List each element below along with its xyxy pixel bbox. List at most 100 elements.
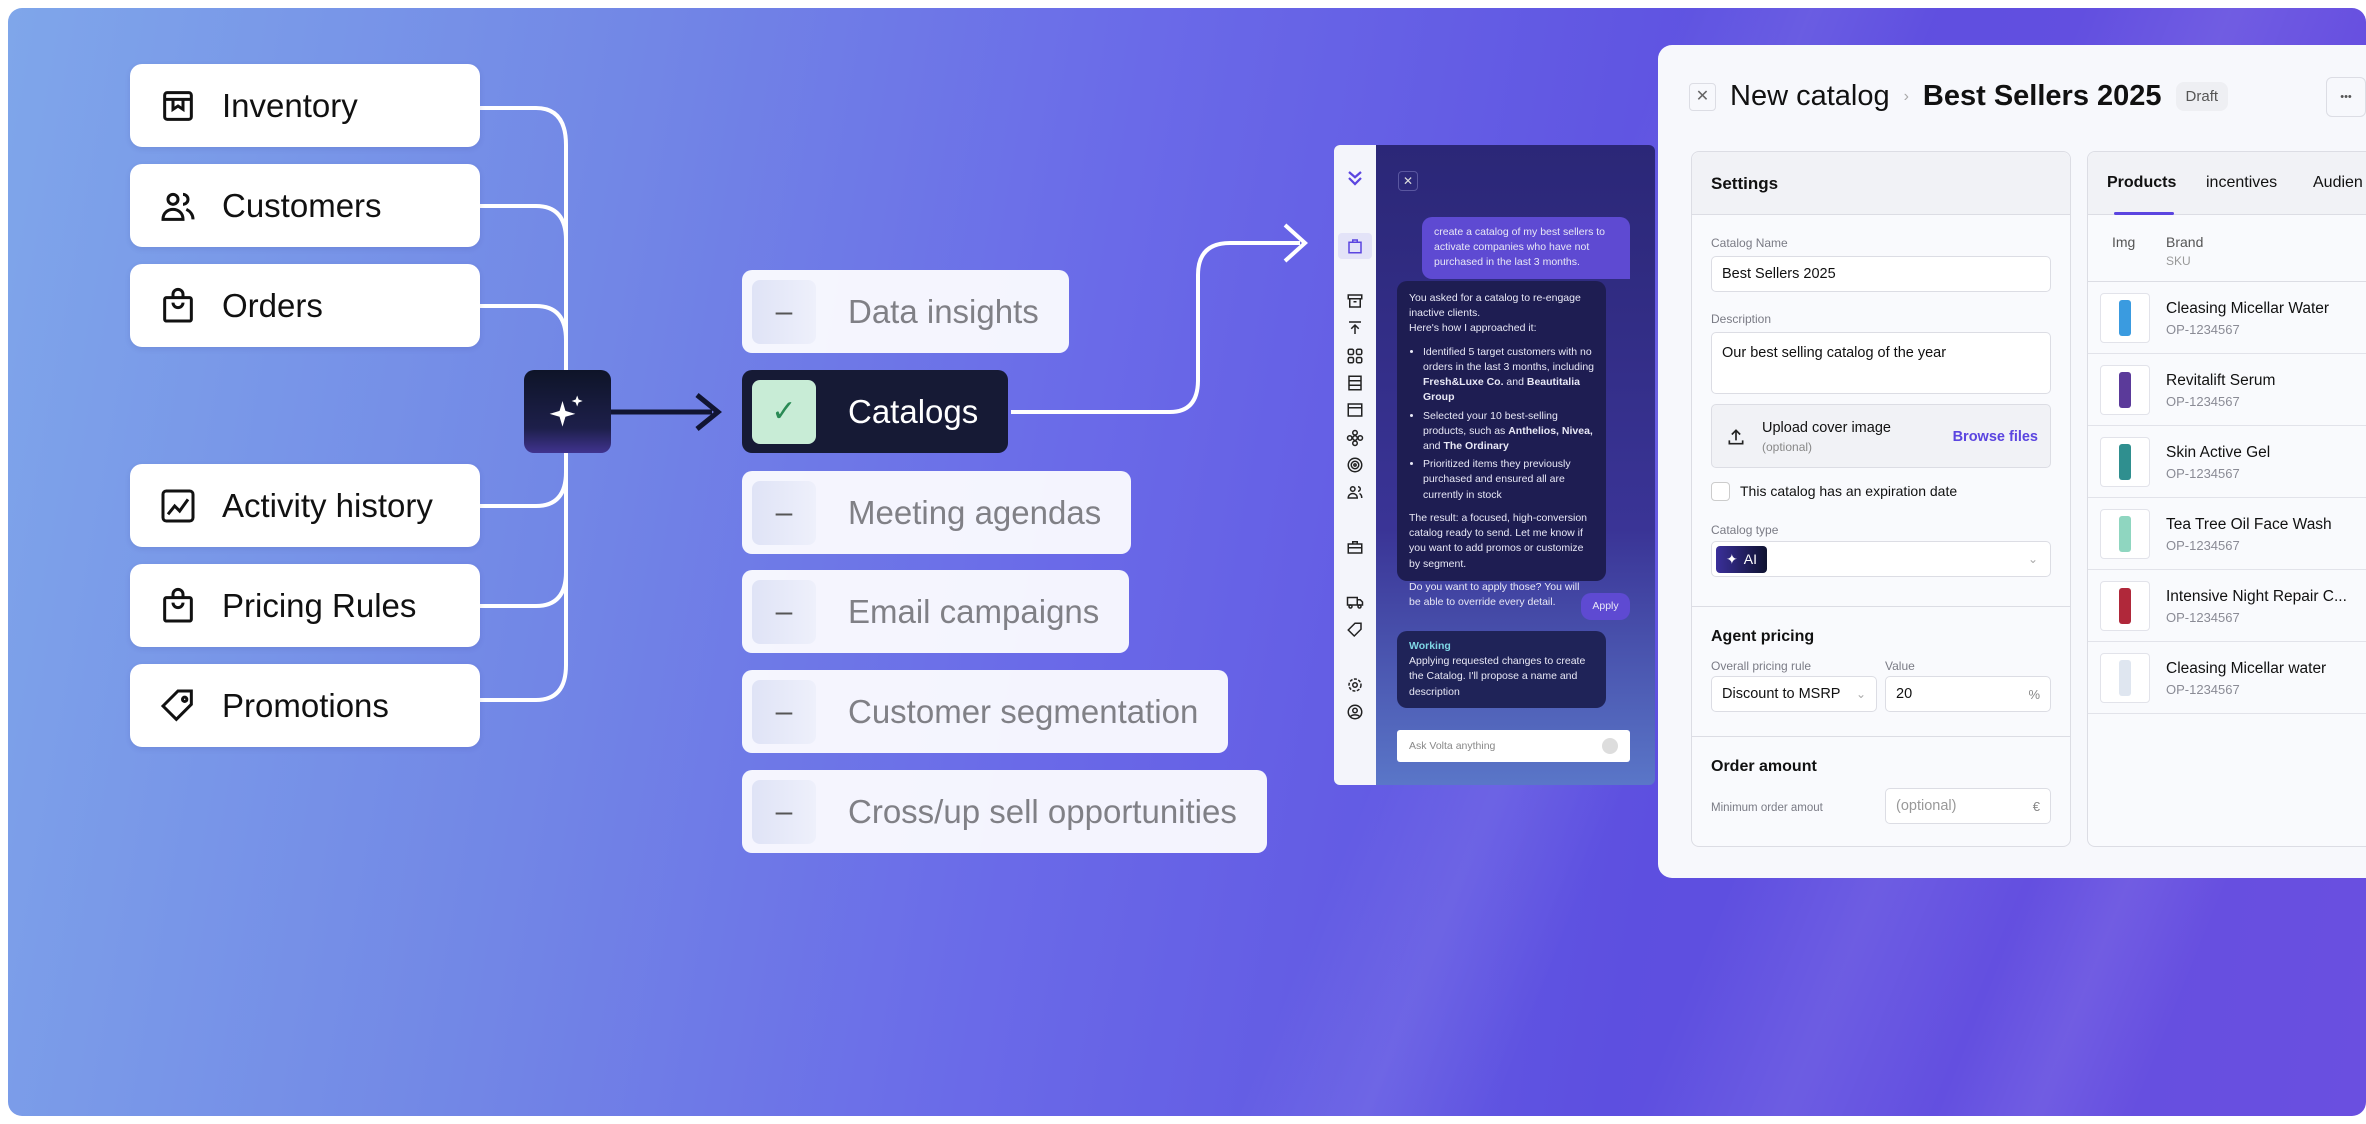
- table-row[interactable]: Tea Tree Oil Face Wash OP-1234567: [2088, 498, 2366, 570]
- expiration-label: This catalog has an expiration date: [1740, 483, 1958, 499]
- sidebar-item-catalogs-active[interactable]: [1338, 233, 1372, 259]
- products-card: Products incentives Audien Img Brand SKU…: [2087, 151, 2366, 847]
- user-message: create a catalog of my best sellers to a…: [1422, 217, 1630, 279]
- source-label: Orders: [222, 286, 323, 324]
- table-row[interactable]: Revitalift Serum OP-1234567: [2088, 354, 2366, 426]
- connector-line: [480, 571, 568, 608]
- briefcase-icon[interactable]: [1346, 538, 1364, 556]
- table-row[interactable]: Cleasing Micellar Water OP-1234567: [2088, 282, 2366, 354]
- store-icon[interactable]: [1346, 401, 1364, 419]
- source-card-inventory: Inventory: [130, 64, 480, 147]
- chevron-down-icon: ⌄: [2027, 552, 2038, 566]
- column-header-img: Img: [2112, 234, 2136, 250]
- output-label: Catalogs: [848, 392, 979, 430]
- upload-icon: [1728, 429, 1744, 445]
- shopping-bag-icon: [163, 287, 193, 322]
- connector-line: [480, 204, 568, 241]
- product-name: Tea Tree Oil Face Wash: [2166, 516, 2332, 533]
- grid-icon[interactable]: [1346, 347, 1364, 365]
- output-label: Email campaigns: [848, 592, 1100, 630]
- expiration-checkbox[interactable]: [1711, 482, 1730, 501]
- pricing-rule-select[interactable]: Discount to MSRP ⌄: [1711, 676, 1877, 712]
- tab-audience[interactable]: Audien: [2313, 174, 2363, 191]
- dash-icon: –: [752, 579, 816, 644]
- product-thumbnail: [2100, 437, 2150, 487]
- tag-icon[interactable]: [1346, 621, 1364, 639]
- active-tab-indicator: [2114, 212, 2174, 215]
- close-button[interactable]: ✕: [1689, 83, 1716, 111]
- product-thumbnail: [2100, 581, 2150, 631]
- close-chat-button[interactable]: ✕: [1398, 171, 1418, 191]
- min-order-input[interactable]: (optional) €: [1885, 788, 2051, 824]
- upload-cover-dropzone[interactable]: Upload cover image (optional) Browse fil…: [1711, 404, 2051, 468]
- reply-text: You asked for a catalog to re-engage ina…: [1409, 292, 1581, 320]
- order-amount-heading: Order amount: [1711, 758, 1817, 775]
- breadcrumb-parent[interactable]: New catalog: [1730, 80, 1890, 112]
- tab-incentives[interactable]: incentives: [2206, 174, 2278, 191]
- table-row[interactable]: Cleasing Micellar water OP-1234567: [2088, 642, 2366, 714]
- working-text: Applying requested changes to create the…: [1409, 655, 1586, 698]
- chevron-right-icon: [695, 393, 722, 431]
- more-options-button[interactable]: •••: [2326, 77, 2366, 117]
- table-row[interactable]: Skin Active Gel OP-1234567: [2088, 426, 2366, 498]
- pricing-rule-value: Discount to MSRP: [1722, 686, 1841, 702]
- truck-icon[interactable]: [1346, 593, 1364, 611]
- source-label: Pricing Rules: [222, 586, 417, 624]
- target-icon[interactable]: [1346, 456, 1364, 474]
- min-order-label: Minimum order amout: [1711, 802, 1823, 814]
- description-textarea[interactable]: Our best selling catalog of the year: [1711, 332, 2051, 394]
- product-name: Intensive Night Repair C...: [2166, 588, 2347, 605]
- reply-bullet: Identified 5 target customers with no or…: [1423, 345, 1594, 406]
- product-sku: OP-1234567: [2166, 610, 2240, 625]
- catalog-name-input[interactable]: Best Sellers 2025: [1711, 256, 2051, 292]
- source-label: Promotions: [222, 686, 389, 724]
- min-order-placeholder: (optional): [1896, 798, 1957, 814]
- catalog-type-select[interactable]: ✦AI ⌄: [1711, 541, 2051, 577]
- output-label: Cross/up sell opportunities: [848, 792, 1237, 830]
- apply-button[interactable]: Apply: [1581, 593, 1630, 620]
- value-value: 20: [1896, 686, 1913, 702]
- product-image: [2119, 372, 2131, 408]
- shopping-bag-icon: [1348, 239, 1362, 254]
- chart-icon: [161, 489, 195, 522]
- chevron-down-icon: ⌄: [1855, 687, 1866, 701]
- catalog-editor-panel: ✕ New catalog › Best Sellers 2025 Draft …: [1658, 45, 2366, 878]
- source-card-orders: Orders: [130, 264, 480, 347]
- user-circle-icon[interactable]: [1346, 703, 1364, 721]
- product-image: [2119, 516, 2131, 552]
- flower-icon[interactable]: [1346, 429, 1364, 447]
- browse-files-link[interactable]: Browse files: [1952, 429, 2038, 445]
- dash-icon: –: [752, 480, 816, 545]
- users-icon[interactable]: [1346, 483, 1364, 501]
- description-label: Description: [1711, 312, 1772, 326]
- connector-line: [480, 471, 568, 508]
- assistant-chat-panel: ✕ create a catalog of my best sellers to…: [1334, 145, 1655, 785]
- upload-icon[interactable]: [1346, 319, 1364, 337]
- status-badge: Draft: [2175, 82, 2229, 111]
- gear-icon[interactable]: [1346, 676, 1364, 694]
- archive-icon[interactable]: [1346, 292, 1364, 310]
- product-image: [2119, 588, 2131, 624]
- euro-unit: €: [2032, 798, 2040, 814]
- reply-text: Here's how I approached it:: [1409, 322, 1537, 335]
- dash-icon: –: [752, 279, 816, 344]
- list-icon[interactable]: [1346, 374, 1364, 392]
- tabs-bar: [2088, 152, 2366, 215]
- breadcrumb: New catalog › Best Sellers 2025 Draft: [1730, 80, 2229, 113]
- settings-card: Settings Catalog Name Best Sellers 2025 …: [1691, 151, 2071, 847]
- output-customer-segmentation: –Customer segmentation: [742, 670, 1229, 753]
- connector-line: [1011, 241, 1300, 414]
- value-input[interactable]: 20%: [1885, 676, 2051, 712]
- reply-text: The result: a focused, high-conversion c…: [1409, 511, 1588, 570]
- output-catalogs: ✓Catalogs: [742, 370, 1009, 453]
- dash-icon: –: [752, 779, 816, 844]
- tab-products[interactable]: Products: [2107, 174, 2177, 191]
- upload-title: Upload cover image: [1762, 420, 1891, 436]
- sparkles-icon: [549, 395, 583, 427]
- chevron-right-icon: [1283, 223, 1308, 263]
- send-icon[interactable]: [1602, 738, 1618, 754]
- chat-input[interactable]: Ask Volta anything: [1397, 730, 1630, 762]
- table-row[interactable]: Intensive Night Repair C... OP-1234567: [2088, 570, 2366, 642]
- app-sidebar: [1334, 145, 1376, 785]
- product-name: Skin Active Gel: [2166, 444, 2271, 461]
